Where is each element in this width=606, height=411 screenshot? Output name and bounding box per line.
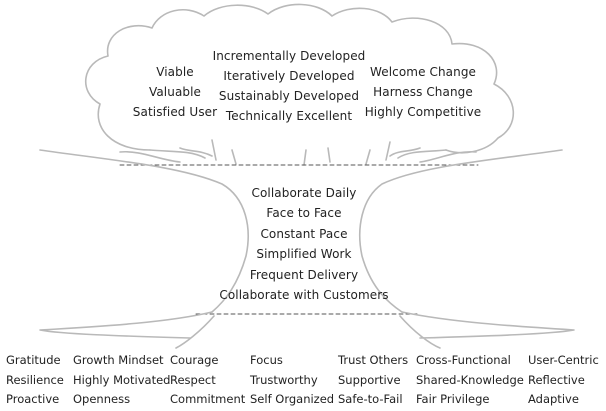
root-item: Self Organized — [250, 392, 335, 406]
canopy-right-item: Welcome Change — [369, 65, 477, 79]
root-item: Resilience — [6, 372, 64, 387]
canopy-right-column: Welcome Change Harness Change Highly Com… — [360, 62, 486, 122]
trunk-item: Constant Pace — [260, 226, 348, 241]
canopy-right-item: Harness Change — [373, 85, 473, 99]
trunk-left — [39, 149, 249, 313]
root-item: Commitment — [170, 392, 246, 406]
canopy-center-column: Incrementally Developed Iteratively Deve… — [210, 46, 368, 126]
canopy-right-item: Highly Competitive — [364, 105, 482, 119]
canopy-center-item: Sustainably Developed — [218, 89, 360, 103]
root-item: Gratitude — [6, 353, 61, 367]
root-item: Courage — [170, 353, 219, 367]
root-item: Safe-to-Fail — [338, 392, 403, 406]
root-item: Trust Others — [338, 353, 409, 367]
root-item: User-Centric — [528, 353, 599, 367]
root-column-6: Cross-Functional Shared-Knowledge Fair P… — [416, 351, 524, 410]
root-item: Reflective — [528, 372, 585, 387]
root-column-7: User-Centric Reflective Adaptive — [528, 351, 599, 410]
canopy-center-item: Iteratively Developed — [223, 69, 355, 83]
root-column-2: Growth Mindset Highly Motivated Openness — [73, 351, 171, 410]
root-item: Supportive — [338, 372, 401, 387]
canopy-left-item: Satisfied User — [132, 105, 218, 119]
canopy-outline — [85, 3, 515, 154]
root-item: Trustworthy — [250, 372, 318, 387]
root-item: Highly Motivated — [73, 372, 171, 387]
root-item: Proactive — [6, 392, 60, 406]
root-item: Openness — [73, 392, 131, 406]
branch-lines — [119, 139, 477, 166]
root-column-1: Gratitude Resilience Proactive — [6, 351, 64, 410]
trunk-right — [359, 149, 563, 313]
root-column-3: Courage Respect Commitment — [170, 351, 245, 410]
root-item: Shared-Knowledge — [416, 372, 524, 387]
canopy-left-column: Viable Valuable Satisfied User — [120, 62, 230, 122]
canopy-left-item: Viable — [156, 65, 194, 79]
roots — [39, 311, 575, 349]
root-column-5: Trust Others Supportive Safe-to-Fail — [338, 351, 408, 410]
root-item: Cross-Functional — [416, 353, 511, 367]
canopy-center-item: Incrementally Developed — [212, 49, 366, 63]
root-item: Growth Mindset — [73, 353, 164, 367]
trunk-item: Face to Face — [266, 206, 342, 221]
root-item: Fair Privilege — [416, 392, 490, 406]
root-item: Adaptive — [528, 392, 579, 406]
root-column-4: Focus Trustworthy Self Organized — [250, 351, 334, 410]
canopy-left-item: Valuable — [148, 85, 202, 99]
trunk-item: Simplified Work — [256, 247, 352, 262]
trunk-item: Collaborate with Customers — [219, 288, 389, 303]
root-item: Focus — [250, 353, 283, 367]
trunk-item: Collaborate Daily — [251, 186, 357, 200]
canopy-center-item: Technically Excellent — [225, 109, 353, 123]
trunk-column: Collaborate Daily Face to Face Constant … — [206, 183, 402, 305]
root-item: Respect — [170, 372, 216, 387]
trunk-item: Frequent Delivery — [249, 267, 359, 282]
